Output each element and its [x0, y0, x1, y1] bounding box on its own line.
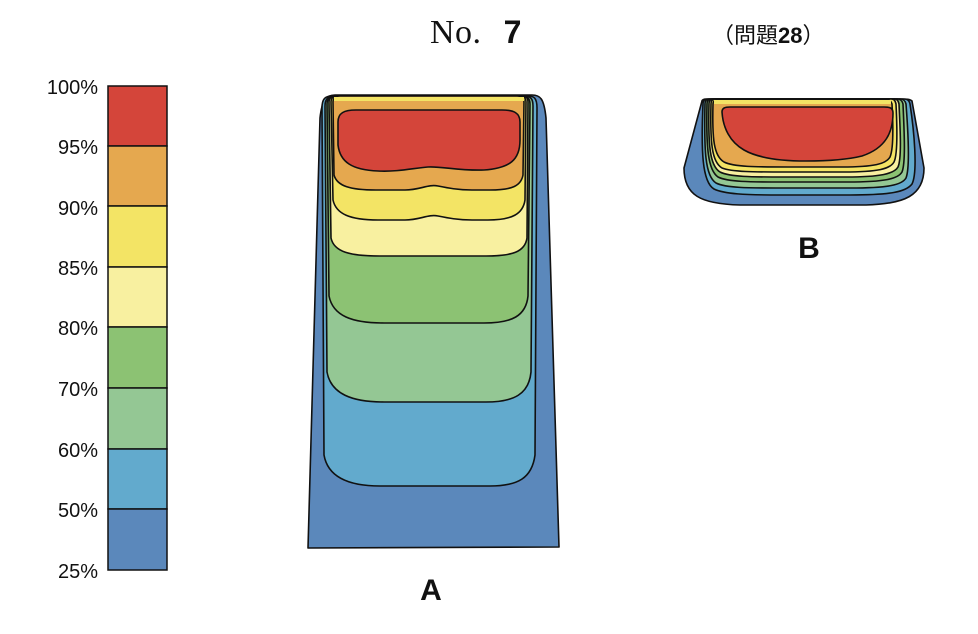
scale-label-85: 85%: [58, 258, 98, 280]
shape-b-top-edge: [714, 100, 891, 104]
shape-a-label: A: [420, 574, 442, 607]
scale-label-90: 90%: [58, 198, 98, 220]
shape-b-band-95-100: [721, 106, 894, 162]
problem-reference-prefix: （問題: [712, 23, 779, 48]
figure-number-value: 7: [503, 14, 522, 50]
scale-band-50-60: [107, 448, 168, 510]
figure-number: No. 7: [430, 14, 522, 52]
shape-b: [683, 98, 925, 206]
scale-band-95-100: [107, 85, 168, 147]
shape-b-label: B: [798, 232, 820, 265]
color-scale: 100% 95% 90% 85% 80% 70% 60% 50% 25%: [47, 77, 168, 583]
scale-band-80-85: [107, 266, 168, 328]
scale-label-25: 25%: [58, 561, 98, 583]
problem-reference-number: 28: [778, 23, 803, 48]
shape-a: [307, 94, 560, 549]
scale-band-25-50: [107, 508, 168, 571]
scale-band-70-80: [107, 326, 168, 389]
scale-band-60-70: [107, 387, 168, 450]
scale-label-100: 100%: [47, 77, 98, 99]
scale-band-85-90: [107, 205, 168, 268]
scale-label-80: 80%: [58, 318, 98, 340]
scale-label-50: 50%: [58, 500, 98, 522]
problem-reference-suffix: ）: [802, 23, 825, 48]
shape-a-band-95-100: [337, 109, 521, 172]
scale-label-60: 60%: [58, 440, 98, 462]
scale-label-95: 95%: [58, 137, 98, 159]
figure-number-prefix: No.: [430, 14, 482, 51]
scale-label-70: 70%: [58, 379, 98, 401]
problem-reference: （問題28）: [712, 18, 825, 50]
shape-a-top-edge: [334, 97, 524, 101]
scale-band-90-95: [107, 145, 168, 207]
